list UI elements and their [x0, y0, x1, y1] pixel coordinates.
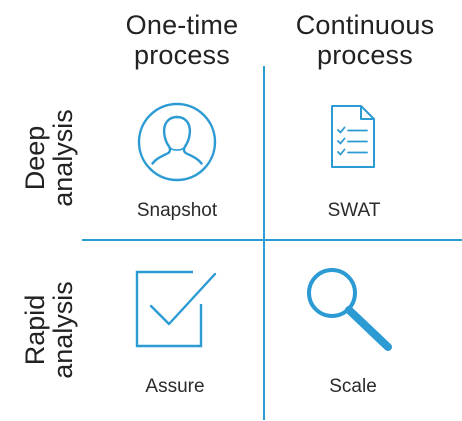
column-header-one-time: One-time process	[107, 10, 257, 70]
column-header-one-time-line2: process	[134, 40, 230, 70]
horizontal-divider	[82, 239, 462, 241]
checklist-icon	[331, 105, 375, 168]
checkbox-icon	[135, 270, 217, 348]
person-icon	[137, 102, 217, 182]
row-header-rapid-line1: Rapid	[20, 294, 50, 366]
cell-label-assure: Assure	[145, 376, 205, 397]
row-header-deep-analysis: Deep analysis	[20, 83, 78, 233]
vertical-divider	[263, 66, 265, 420]
row-header-rapid-analysis: Rapid analysis	[20, 255, 78, 405]
row-header-deep-line2: analysis	[48, 109, 78, 207]
cell-label-snapshot: Snapshot	[136, 200, 218, 221]
row-header-deep-line1: Deep	[20, 125, 50, 191]
magnifier-icon	[307, 268, 392, 351]
row-header-rapid-line2: analysis	[48, 281, 78, 379]
column-header-continuous: Continuous process	[290, 10, 440, 70]
cell-label-swat: SWAT	[327, 200, 381, 221]
column-header-continuous-line2: process	[317, 40, 413, 70]
column-header-one-time-line1: One-time	[125, 10, 239, 40]
column-header-continuous-line1: Continuous	[295, 10, 435, 40]
cell-label-scale: Scale	[329, 376, 377, 397]
